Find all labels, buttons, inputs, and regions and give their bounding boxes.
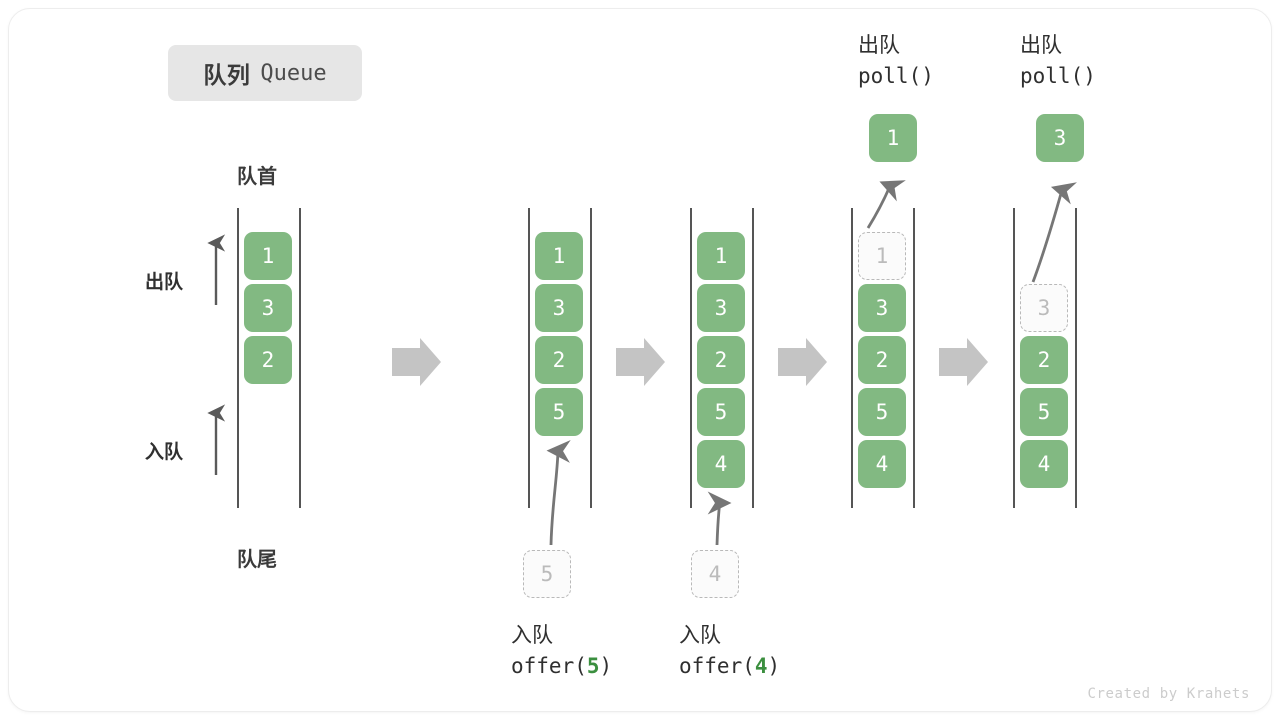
queue-cell: 4 — [858, 440, 906, 488]
operation-code: offer(4) — [679, 654, 781, 679]
queue-tail-label: 队尾 — [237, 549, 277, 571]
operation-code: poll() — [858, 64, 934, 89]
enqueue-direction-label: 入队 — [145, 442, 184, 463]
queue-cell: 5 — [1020, 388, 1068, 436]
queue-rail-right — [299, 208, 301, 508]
operation-code: poll() — [1020, 64, 1096, 89]
queue-cell: 3 — [697, 284, 745, 332]
queue-cell: 2 — [697, 336, 745, 384]
diagram-card — [8, 8, 1272, 712]
queue-rail-left — [237, 208, 239, 508]
popped-value: 1 — [869, 114, 917, 162]
queue-rail-right — [752, 208, 754, 508]
queue-cell: 1 — [535, 232, 583, 280]
queue-cell: 4 — [1020, 440, 1068, 488]
queue-cell: 5 — [858, 388, 906, 436]
popped-value: 3 — [1036, 114, 1084, 162]
watermark: Created by Krahets — [1087, 686, 1250, 702]
dequeue-direction-label: 出队 — [145, 272, 184, 293]
operation-label-poll-1: 出队 poll() — [858, 30, 934, 92]
title-en: Queue — [260, 60, 327, 86]
queue-cell: 1 — [697, 232, 745, 280]
operation-cn: 出队 — [858, 34, 900, 57]
operation-label-offer-4: 入队 offer(4) — [679, 620, 780, 682]
queue-cell: 1 — [244, 232, 292, 280]
queue-cell: 3 — [244, 284, 292, 332]
operation-cn: 出队 — [1020, 34, 1062, 57]
queue-rail-left — [851, 208, 853, 508]
queue-cell: 2 — [244, 336, 292, 384]
queue-cell: 2 — [858, 336, 906, 384]
queue-cell: 2 — [535, 336, 583, 384]
operation-cn: 入队 — [679, 624, 721, 647]
pending-enqueue-value: 5 — [523, 550, 571, 598]
queue-rail-left — [690, 208, 692, 508]
operation-label-offer-5: 入队 offer(5) — [511, 620, 612, 682]
operation-label-poll-3: 出队 poll() — [1020, 30, 1096, 92]
queue-cell-removed: 1 — [858, 232, 906, 280]
operation-code: offer(5) — [511, 654, 613, 679]
queue-cell: 5 — [697, 388, 745, 436]
queue-cell: 3 — [535, 284, 583, 332]
queue-head-label: 队首 — [237, 166, 277, 188]
queue-cell: 5 — [535, 388, 583, 436]
title-cn: 队列 — [203, 62, 251, 88]
diagram-title-badge: 队列 Queue — [168, 45, 362, 101]
queue-cell: 3 — [858, 284, 906, 332]
queue-rail-right — [1075, 208, 1077, 508]
queue-cell-removed: 3 — [1020, 284, 1068, 332]
queue-cell: 2 — [1020, 336, 1068, 384]
operation-cn: 入队 — [511, 624, 553, 647]
pending-enqueue-value: 4 — [691, 550, 739, 598]
queue-cell: 4 — [697, 440, 745, 488]
queue-rail-right — [590, 208, 592, 508]
queue-rail-right — [913, 208, 915, 508]
queue-rail-left — [528, 208, 530, 508]
queue-rail-left — [1013, 208, 1015, 508]
